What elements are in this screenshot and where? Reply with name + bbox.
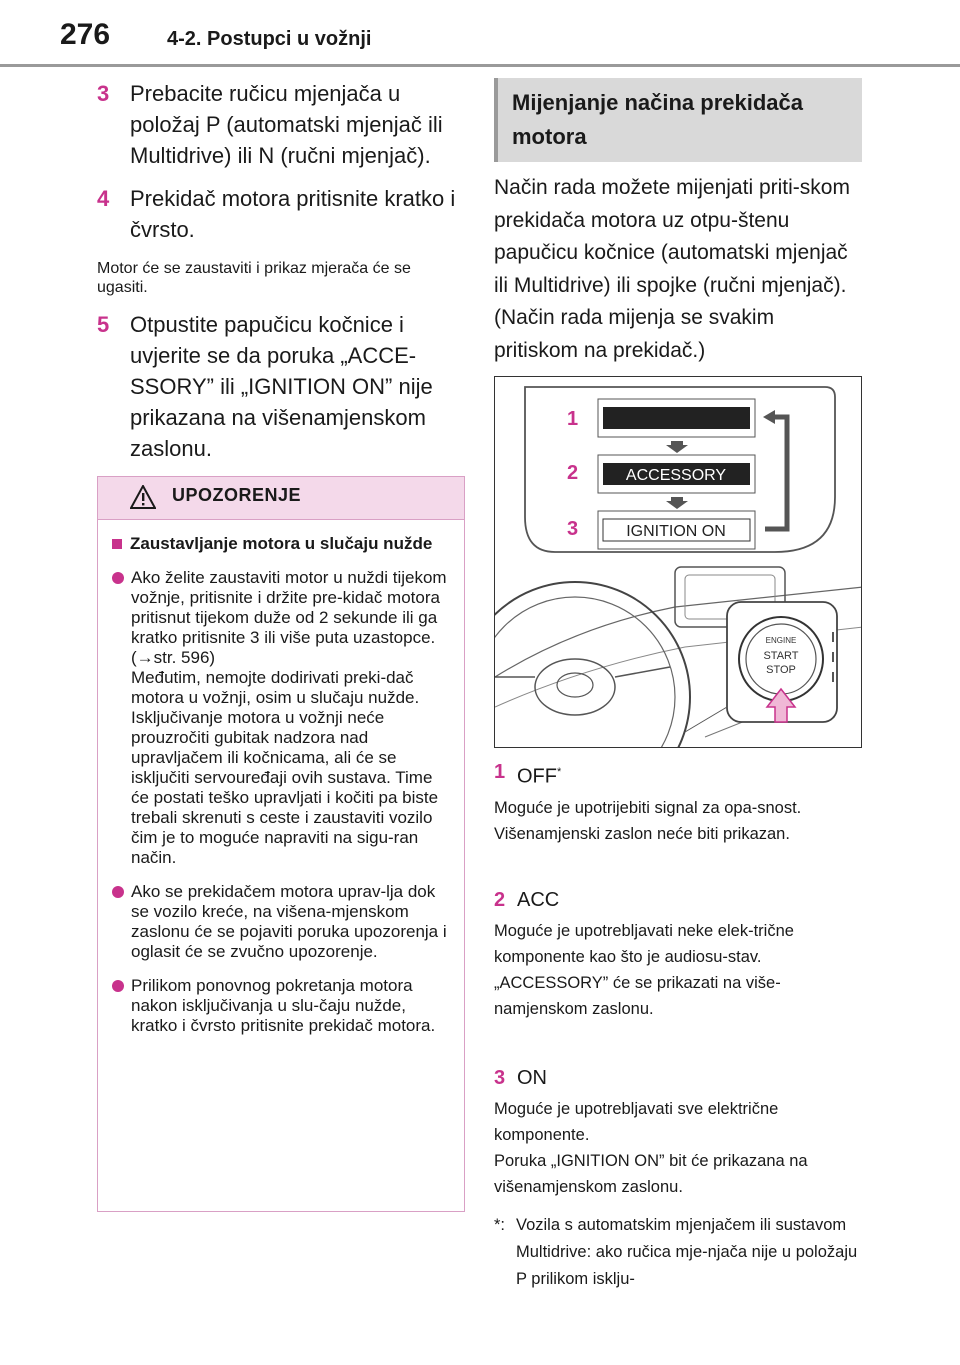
mode-title: ACC [517, 889, 560, 911]
step-number: 3 [97, 81, 110, 106]
subheading: Mijenjanje načina prekidača motora [512, 90, 804, 149]
footnote-mark: *: [494, 1216, 506, 1234]
button-label-start: START [763, 650, 798, 662]
step-text: Prekidač motora pritisnite kratko i čvrs… [130, 186, 456, 242]
engine-button-callout: ENGINE START STOP [726, 601, 838, 723]
footnote-mark: * [557, 766, 562, 778]
mode-number: 2 [494, 889, 506, 911]
figure-label-1: 1 [567, 408, 578, 430]
figure-label-2: 2 [567, 462, 578, 484]
left-column: 3 Prebacite ručicu mjenjača u položaj P … [97, 78, 465, 464]
mode-on: 3 ON Moguće je upotrebljavati sve elektr… [494, 1066, 862, 1200]
step-3: 3 Prebacite ručicu mjenjača u položaj P … [97, 78, 465, 171]
mode-acc: 2 ACC Moguće je upotrebljavati neke elek… [494, 888, 862, 1022]
footnote-text: Vozila s automatskim mjenjačem ili susta… [516, 1216, 858, 1288]
left-arrow-icon [763, 410, 775, 424]
warning-subtitle: Zaustavljanje motora u slučaju nužde [112, 534, 448, 554]
mode-description: Moguće je upotrebljavati sve električne … [494, 1100, 808, 1196]
button-label-engine: ENGINE [766, 636, 797, 645]
step-number: 4 [97, 186, 110, 211]
button-label-stop: STOP [766, 664, 796, 676]
display-ignition-on: IGNITION ON [626, 523, 726, 540]
step-text: Prebacite ručicu mjenjača u položaj P (a… [130, 81, 443, 168]
down-arrow-icon [666, 497, 688, 509]
subheading-box: Mijenjanje načina prekidača motora [494, 78, 862, 162]
engine-switch-figure: 1 2 3 ACCESSORY IGNITION ON ENGINE START… [494, 376, 862, 748]
display-off [603, 407, 750, 429]
mode-description: Moguće je upotrijebiti signal za opa-sno… [494, 798, 802, 843]
mode-title: ON [517, 1067, 547, 1089]
figure-illustration: 1 2 3 ACCESSORY IGNITION ON ENGINE START… [495, 386, 861, 747]
mode-number: 1 [494, 761, 506, 783]
steering-wheel [495, 581, 691, 747]
warning-item: Ako želite zaustaviti motor u nuždi tije… [112, 568, 448, 868]
down-arrow-icon [666, 441, 688, 453]
warning-item: Ako se prekidačem motora uprav-lja dok s… [112, 882, 448, 962]
warning-title: UPOZORENJE [172, 485, 302, 505]
mode-title: OFF* [517, 765, 562, 788]
warning-box: UPOZORENJE Zaustavljanje motora u slučaj… [97, 476, 465, 1212]
step-5: 5 Otpustite papučicu kočnice i uvjerite … [97, 309, 465, 464]
display-accessory: ACCESSORY [626, 467, 727, 484]
warning-body: Zaustavljanje motora u slučaju nužde Ako… [98, 520, 464, 1036]
mode-number: 3 [494, 1067, 506, 1089]
press-arrow-icon [765, 687, 797, 723]
warning-triangle-icon [130, 485, 156, 509]
figure-label-3: 3 [567, 518, 578, 540]
mode-off: 1 OFF* Moguće je upotrijebiti signal za … [494, 760, 862, 847]
mode-description: Moguće je upotrebljavati neke elek-tričn… [494, 922, 794, 1018]
square-bullet-icon [112, 539, 122, 549]
warning-header: UPOZORENJE [98, 477, 464, 520]
footnote: *: Vozila s automatskim mjenjačem ili su… [494, 1212, 862, 1293]
bullet-dot-icon [112, 980, 124, 992]
page-header: 276 4-2. Postupci u vožnji [0, 0, 960, 70]
section-title: 4-2. Postupci u vožnji [167, 28, 372, 50]
cycle-arrow [765, 414, 790, 532]
bullet-dot-icon [112, 572, 124, 584]
step-4: 4 Prekidač motora pritisnite kratko i čv… [97, 183, 465, 245]
warning-item: Prilikom ponovnog pokretanja motora nako… [112, 976, 448, 1036]
page-number: 276 [60, 18, 111, 51]
bullet-dot-icon [112, 886, 124, 898]
header-rule [0, 64, 960, 67]
step-text: Otpustite papučicu kočnice i uvjerite se… [130, 312, 433, 461]
step-number: 5 [97, 312, 110, 337]
step-note: Motor će se zaustaviti i prikaz mjerača … [97, 260, 411, 296]
intro-paragraph: Način rada možete mijenjati priti-skom p… [494, 176, 850, 362]
